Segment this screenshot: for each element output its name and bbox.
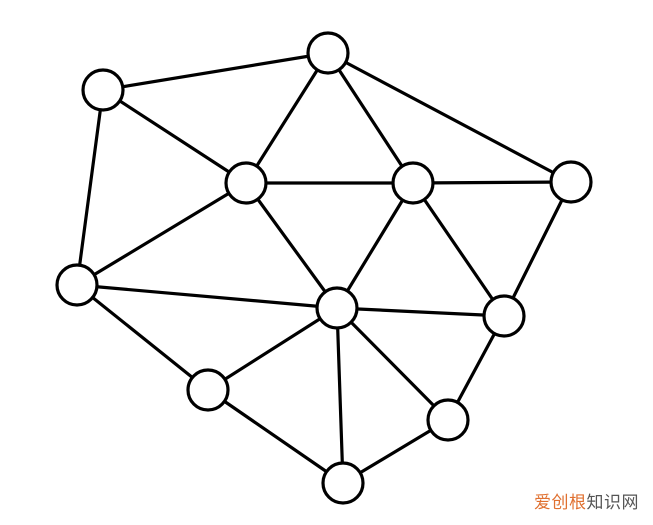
- edge-A-B: [101, 51, 330, 92]
- edge-A-C: [101, 88, 248, 185]
- node-G: [315, 286, 359, 330]
- node-I: [186, 368, 230, 412]
- node-A: [81, 68, 125, 112]
- edge-D-H: [411, 181, 506, 318]
- edge-A-F: [75, 88, 105, 287]
- edge-G-K: [335, 306, 345, 485]
- edge-C-G: [244, 181, 339, 310]
- edge-D-G: [335, 181, 415, 310]
- edge-F-G: [75, 283, 339, 310]
- node-D: [391, 161, 435, 205]
- node-H: [482, 294, 526, 338]
- node-J: [426, 398, 470, 442]
- edge-I-K: [206, 388, 345, 485]
- node-E: [549, 160, 593, 204]
- edge-C-F: [75, 181, 248, 287]
- node-K: [321, 461, 365, 505]
- graph-edges: [75, 51, 573, 485]
- edge-G-H: [335, 306, 506, 318]
- watermark-brand: 爱创根: [534, 493, 587, 513]
- edge-B-E: [326, 51, 573, 184]
- node-B: [306, 31, 350, 75]
- node-F: [55, 263, 99, 307]
- node-C: [224, 161, 268, 205]
- edge-D-E: [411, 180, 573, 185]
- edge-B-C: [244, 51, 330, 185]
- edge-B-D: [326, 51, 415, 185]
- edge-G-J: [335, 306, 450, 422]
- graph-nodes: [55, 31, 593, 505]
- edge-E-H: [502, 180, 573, 318]
- watermark-suffix: 知识网: [586, 493, 639, 513]
- edge-G-I: [206, 306, 339, 392]
- watermark: 爱创根知识网: [534, 488, 639, 513]
- edge-F-I: [75, 283, 210, 392]
